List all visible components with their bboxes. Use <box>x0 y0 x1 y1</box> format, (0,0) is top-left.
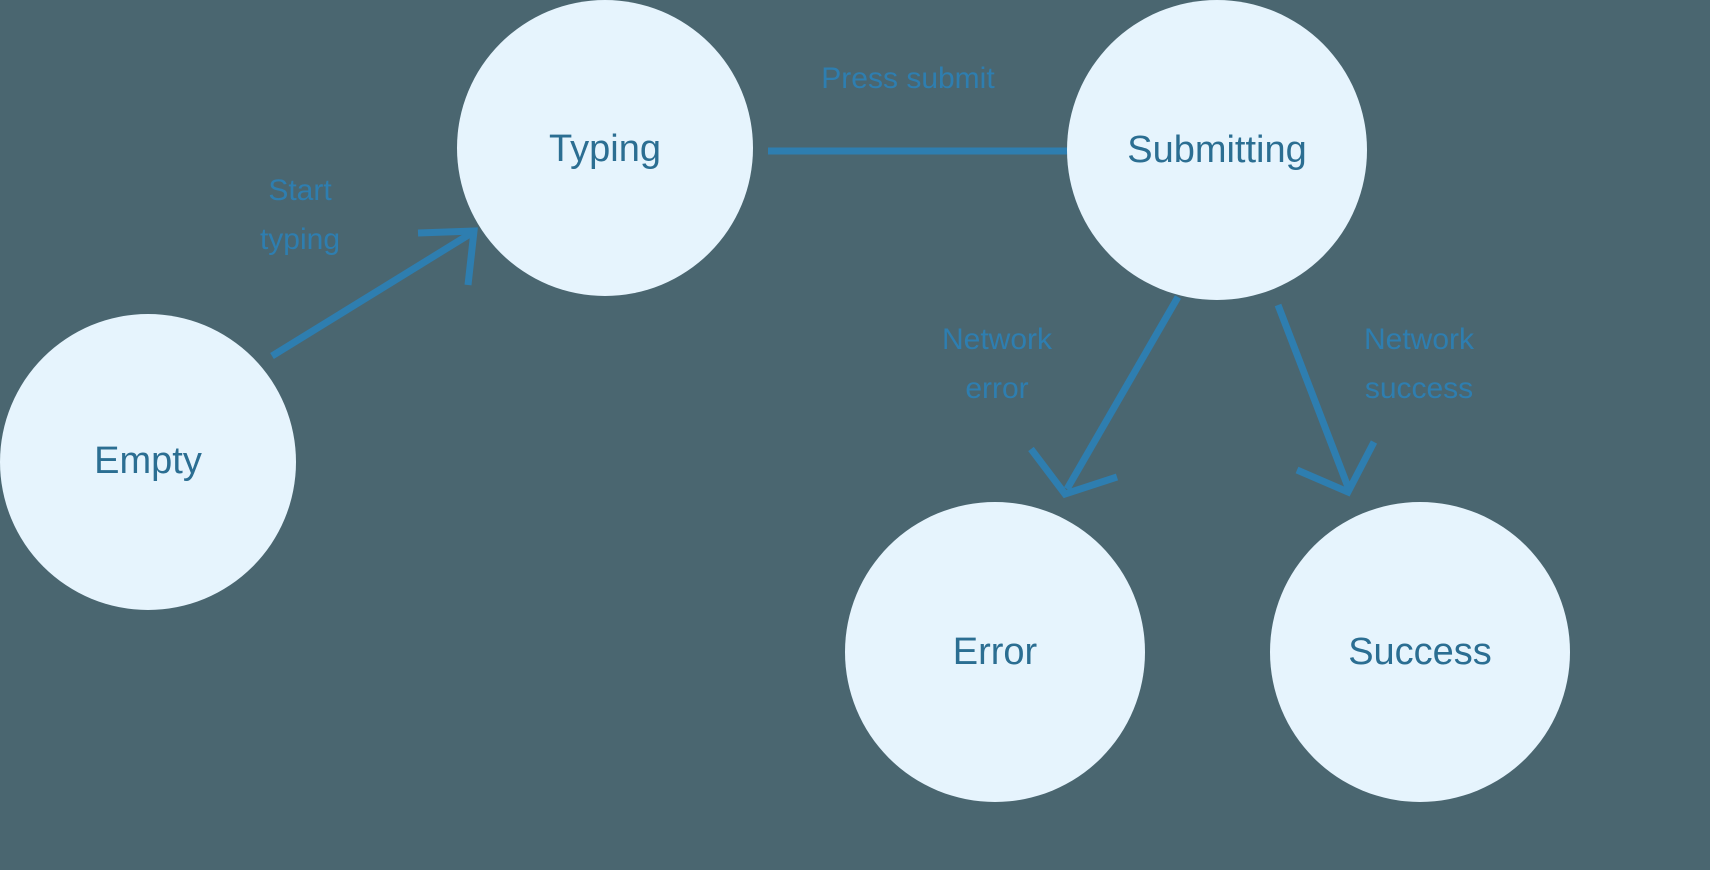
node-typing-label: Typing <box>549 128 661 170</box>
node-error[interactable]: Error <box>845 502 1145 802</box>
edge-label-submitting-to-error-line2: error <box>965 372 1028 405</box>
node-submitting-circle[interactable] <box>1067 0 1367 300</box>
edge-label-empty-to-typing-line1: Start <box>268 174 332 207</box>
node-success-label: Success <box>1348 631 1492 673</box>
edge-label-submitting-to-error: Network error <box>942 323 1053 405</box>
node-typing[interactable]: Typing <box>457 0 753 296</box>
node-submitting-label: Submitting <box>1127 129 1307 171</box>
node-empty-circle[interactable] <box>0 314 296 610</box>
edge-label-typing-to-submitting-line1: Press submit <box>821 62 995 95</box>
node-empty-label: Empty <box>94 440 202 482</box>
edge-empty-to-typing-line <box>270 231 472 359</box>
edge-label-submitting-to-success-line2: success <box>1365 372 1473 405</box>
edge-label-typing-to-submitting: Press submit <box>821 62 995 95</box>
node-success[interactable]: Success <box>1270 502 1570 802</box>
edge-submitting-to-success <box>1274 303 1378 497</box>
edge-label-empty-to-typing-line2: typing <box>260 223 340 256</box>
edge-submitting-to-error <box>1028 295 1182 499</box>
edge-label-submitting-to-success-line1: Network <box>1364 323 1475 356</box>
edge-submitting-to-success-line <box>1274 303 1352 489</box>
edge-empty-to-typing-arrowhead <box>417 227 478 286</box>
node-typing-circle[interactable] <box>457 0 753 296</box>
node-success-circle[interactable] <box>1270 502 1570 802</box>
edge-submitting-to-error-arrowhead <box>1028 446 1119 499</box>
node-error-circle[interactable] <box>845 502 1145 802</box>
edge-label-submitting-to-success: Network success <box>1364 323 1475 405</box>
node-empty[interactable]: Empty <box>0 314 296 610</box>
edge-label-submitting-to-error-line1: Network <box>942 323 1053 356</box>
edge-label-empty-to-typing: Start typing <box>260 174 340 256</box>
node-submitting[interactable]: Submitting <box>1067 0 1367 300</box>
edge-empty-to-typing <box>270 227 478 359</box>
edge-submitting-to-error-line <box>1063 295 1182 491</box>
node-error-label: Error <box>953 631 1038 673</box>
edge-submitting-to-success-arrowhead <box>1295 440 1378 497</box>
